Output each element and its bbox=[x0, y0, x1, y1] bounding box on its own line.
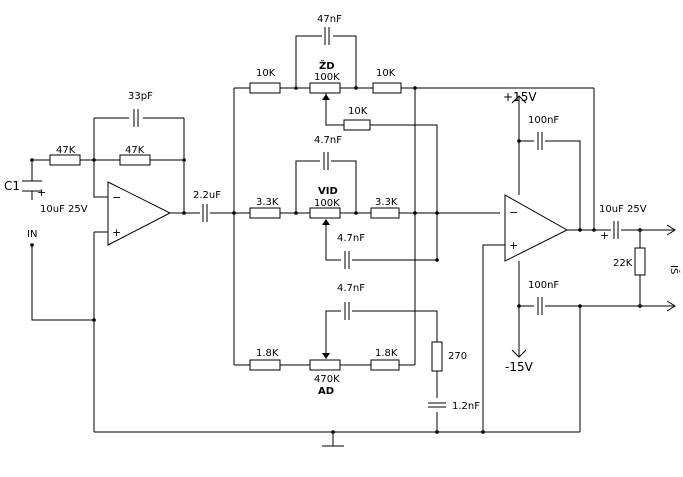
label-c-out-plus: + bbox=[600, 229, 609, 242]
label-c-out: 10uF 25V bbox=[599, 204, 647, 215]
pot-wiper-icons bbox=[322, 93, 330, 359]
pot-vid bbox=[309, 207, 341, 219]
resistor-zd-right bbox=[372, 82, 402, 94]
label-c-fb1: 33pF bbox=[128, 91, 153, 102]
capacitor-vid-4-7nf bbox=[323, 152, 329, 170]
pot-zd bbox=[309, 82, 341, 94]
label-pot-vid-name: VID bbox=[318, 186, 338, 197]
resistor-r-in1 bbox=[49, 154, 81, 166]
resistor-r-in2 bbox=[119, 154, 151, 166]
vplus-arrow-icon bbox=[511, 95, 527, 107]
capacitor-33pf bbox=[133, 109, 139, 127]
label-op2-plus: + bbox=[509, 239, 518, 252]
label-r-in1: 47K bbox=[56, 145, 76, 156]
label-r-mid-10k: 10K bbox=[348, 106, 368, 117]
capacitor-47nf bbox=[324, 27, 330, 45]
opamp-output bbox=[504, 194, 569, 262]
label-r-270: 270 bbox=[448, 351, 467, 362]
label-r-ad-right: 1.8K bbox=[375, 348, 398, 359]
label-r-zd-right: 10K bbox=[376, 68, 396, 79]
capacitor-out bbox=[613, 221, 619, 239]
opamp-input bbox=[107, 181, 172, 246]
capacitor-c1 bbox=[22, 180, 42, 192]
label-c1-plus: + bbox=[37, 186, 46, 199]
label-c-ad: 4.7nF bbox=[337, 283, 365, 294]
capacitor-dec-bot bbox=[537, 297, 543, 315]
pot-ad bbox=[309, 359, 341, 371]
label-op2-minus: − bbox=[509, 206, 518, 219]
capacitor-vid-out-4-7nf bbox=[344, 251, 350, 269]
label-r-in2: 47K bbox=[125, 145, 145, 156]
label-vplus: +15V bbox=[503, 90, 537, 104]
capacitor-1-2nf bbox=[428, 402, 446, 408]
resistor-270 bbox=[431, 341, 443, 372]
label-c-1-2nf: 1.2nF bbox=[452, 401, 480, 412]
label-c-vid-out: 4.7nF bbox=[337, 233, 365, 244]
capacitor-dec-top bbox=[537, 132, 543, 150]
label-c-vid: 4.7nF bbox=[314, 135, 342, 146]
label-pot-ad-value: 470K bbox=[314, 374, 340, 385]
resistor-22k bbox=[634, 247, 646, 276]
output-arrow-icons bbox=[666, 224, 676, 312]
resistor-vid-left bbox=[249, 207, 281, 219]
resistor-ad-left bbox=[249, 359, 281, 371]
label-op1-plus: + bbox=[112, 226, 121, 239]
label-c-dec-top: 100nF bbox=[528, 115, 559, 126]
label-c1-value: 10uF 25V bbox=[40, 204, 88, 215]
label-r-vid-right: 3.3K bbox=[375, 197, 398, 208]
resistor-vid-right bbox=[370, 207, 400, 219]
label-r-zd-left: 10K bbox=[256, 68, 276, 79]
label-c1: C1 bbox=[4, 179, 20, 193]
label-r-ad-left: 1.8K bbox=[256, 348, 279, 359]
resistor-mid-10k bbox=[343, 119, 371, 131]
resistor-ad-right bbox=[370, 359, 400, 371]
label-r-out: 22K bbox=[613, 258, 633, 269]
label-r-vid-left: 3.3K bbox=[256, 197, 279, 208]
label-output: IŠ bbox=[668, 265, 681, 274]
label-pot-vid-value: 100K bbox=[314, 198, 340, 209]
capacitor-ad-4-7nf bbox=[344, 302, 350, 320]
resistor-zd-left bbox=[249, 82, 281, 94]
wires bbox=[31, 35, 675, 447]
labels: C1 + 10uF 25V IN 47K 47K 33pF 2.2uF − + … bbox=[4, 14, 681, 412]
junction-dots bbox=[30, 86, 642, 434]
label-vminus: -15V bbox=[505, 360, 534, 374]
label-c-couple: 2.2uF bbox=[193, 190, 221, 201]
resistors bbox=[49, 82, 646, 372]
label-c-zd: 47nF bbox=[317, 14, 342, 25]
capacitors bbox=[22, 27, 619, 408]
label-pot-ad-name: AD bbox=[318, 386, 334, 397]
label-pot-zd-value: 100K bbox=[314, 72, 340, 83]
capacitor-2-2uf bbox=[202, 204, 208, 222]
label-input: IN bbox=[27, 229, 37, 240]
label-op1-minus: − bbox=[112, 191, 121, 204]
label-pot-zd-name: ŽD bbox=[319, 59, 335, 72]
label-c-dec-bot: 100nF bbox=[528, 280, 559, 291]
vminus-arrow-icon bbox=[511, 345, 527, 358]
